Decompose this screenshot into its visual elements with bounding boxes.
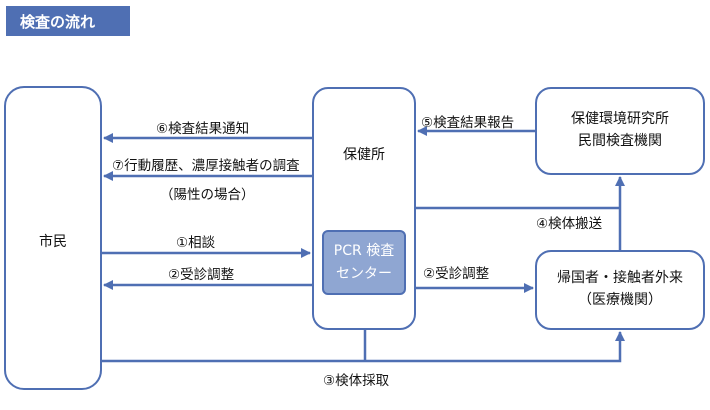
pcr-center-line2: センター xyxy=(336,265,392,282)
clinic-line2: （医療機関） xyxy=(578,292,662,308)
edge-label-coordination-left: ②受診調整 xyxy=(168,267,235,283)
edge-label-result-notice: ⑥検査結果通知 xyxy=(156,121,250,137)
pcr-center-line1: PCR 検査 xyxy=(333,243,395,260)
edge-label-result-report: ⑤検査結果報告 xyxy=(421,115,515,131)
edge-label-investigation: ⑦行動履歴、濃厚接触者の調査 xyxy=(112,158,300,174)
page-title: 検査の流れ xyxy=(6,6,130,36)
edge-label-collection: ③検体採取 xyxy=(323,373,390,389)
edge-label-transport: ④検体搬送 xyxy=(536,216,603,232)
edge-label-consultation: ①相談 xyxy=(176,235,216,251)
lab-line2: 民間検査機関 xyxy=(578,133,662,149)
lab-line1: 保健環境研究所 xyxy=(571,111,669,128)
clinic-node: 帰国者・接触者外来 （医療機関） xyxy=(535,250,705,330)
edge-label-coordination-right: ②受診調整 xyxy=(423,266,490,282)
lab-node: 保健環境研究所 民間検査機関 xyxy=(535,87,705,175)
citizen-node: 市民 xyxy=(4,86,102,390)
edge-label-positive-case: （陽性の場合） xyxy=(160,187,255,203)
clinic-line1: 帰国者・接触者外来 xyxy=(557,270,683,287)
citizen-label: 市民 xyxy=(39,234,67,250)
health-center-label: 保健所 xyxy=(343,147,385,163)
pcr-center-node: PCR 検査 センター xyxy=(322,230,406,295)
arrow-collection-main xyxy=(102,331,625,363)
